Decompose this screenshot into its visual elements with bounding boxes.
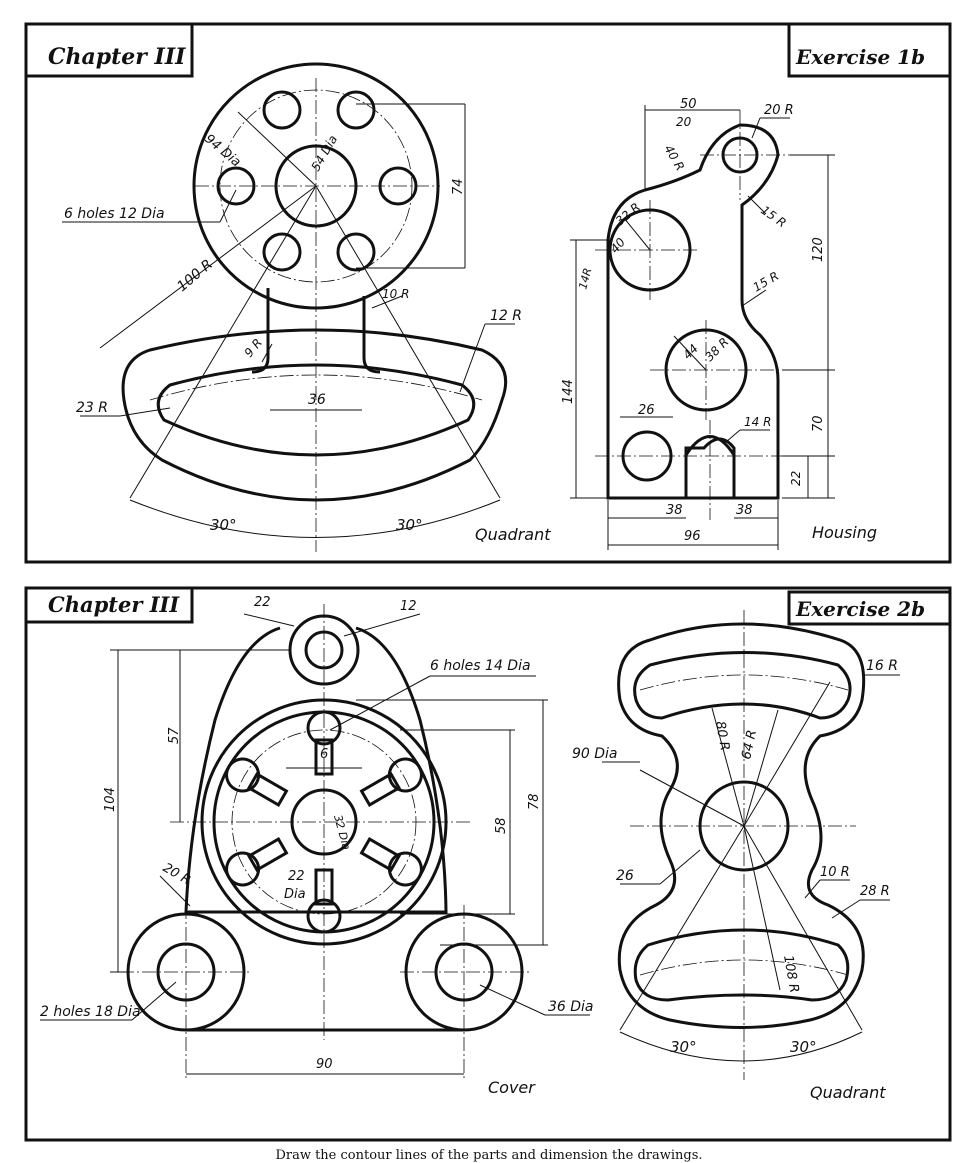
dim-120: 120 <box>811 237 826 262</box>
dim-12: 12 <box>400 599 417 614</box>
dim-30deg-right-2: 30° <box>790 1038 817 1056</box>
quadrant-drawing-1: 94 Dia 54 Dia 74 6 holes 12 Dia 100 R 10… <box>62 62 551 552</box>
panel-1-chapter: Chapter III <box>48 44 186 70</box>
dim-32r: 32 R <box>613 200 643 228</box>
panel-1: Chapter III Exercise 1b <box>24 22 952 564</box>
dim-32-dia: 32 Dia <box>331 813 353 851</box>
dim-20: 20 <box>676 115 692 129</box>
panel-1-chapter-box <box>24 22 194 78</box>
dim-44: 44 <box>680 341 701 362</box>
dim-78: 78 <box>527 793 542 810</box>
dim-94-dia: 94 Dia <box>201 132 243 171</box>
dim-6-holes-14-dia: 6 holes 14 Dia <box>430 658 531 674</box>
panel-1-frame <box>24 22 952 564</box>
panel-1-exercise: Exercise 1b <box>795 45 925 69</box>
cover-drawing: 22 12 6 holes 14 Dia 57 104 6 78 58 32 D… <box>40 595 594 1097</box>
dim-dia: Dia <box>284 887 306 902</box>
dim-38-right: 38 <box>736 503 753 518</box>
panel-2-chapter: Chapter III <box>48 592 180 617</box>
dim-96: 96 <box>684 529 701 544</box>
housing-outline <box>606 123 780 500</box>
dim-26: 26 <box>616 868 634 884</box>
panel-1-exercise-box <box>787 22 952 78</box>
dim-9r: 9 R <box>242 336 265 360</box>
dim-108r: 108 R <box>780 954 801 994</box>
upper-slot <box>633 651 852 720</box>
arc-body <box>121 328 508 502</box>
dim-23r: 23 R <box>76 400 108 416</box>
dim-15r-top: 15 R <box>758 203 788 230</box>
title-quadrant-2: Quadrant <box>810 1083 886 1102</box>
dim-10r: 10 R <box>382 287 409 301</box>
dim-54-dia: 54 Dia <box>308 133 340 174</box>
title-quadrant-1: Quadrant <box>475 525 551 544</box>
dim-22-slot: 22 <box>288 869 305 884</box>
dim-26: 26 <box>638 403 655 418</box>
dim-16r: 16 R <box>866 658 898 674</box>
quadrant-outline <box>617 622 866 1029</box>
panel-2-exercise: Exercise 2b <box>795 597 925 621</box>
dim-58: 58 <box>494 817 509 834</box>
dim-30deg-right: 30° <box>396 516 423 534</box>
dim-30deg-left-2: 30° <box>670 1038 697 1056</box>
dim-20r: 20 R <box>764 103 794 118</box>
title-cover: Cover <box>488 1078 536 1097</box>
dim-36-dia: 36 Dia <box>548 999 594 1015</box>
center-bore <box>274 144 358 228</box>
dim-64r: 64 R <box>739 729 760 761</box>
dim-144: 144 <box>561 379 576 404</box>
lower-slot <box>633 928 850 1002</box>
title-housing: Housing <box>812 523 877 542</box>
six-holes <box>216 90 418 272</box>
dim-28r: 28 R <box>860 884 890 899</box>
dim-57: 57 <box>167 727 182 744</box>
dim-14r-slot: 14 R <box>744 415 771 429</box>
dim-10r: 10 R <box>820 865 850 880</box>
quadrant-drawing-2: 16 R 80 R 64 R 90 Dia 26 10 R 28 R 108 R… <box>572 610 900 1102</box>
arc-slot <box>156 363 476 457</box>
dim-100r: 100 R <box>174 257 216 296</box>
dim-2-holes-18-dia: 2 holes 18 Dia <box>40 1004 141 1020</box>
dim-15r-mid: 15 R <box>751 269 782 295</box>
dim-36: 36 <box>308 392 326 408</box>
dim-38-left: 38 <box>666 503 683 518</box>
panel-2-frame <box>24 586 952 1142</box>
dim-70: 70 <box>811 415 826 432</box>
panel-2: Chapter III Exercise 2b <box>24 586 952 1142</box>
dim-50: 50 <box>680 97 697 112</box>
dim-74: 74 <box>451 178 466 195</box>
dim-80r: 80 R <box>712 720 732 752</box>
flange-outline <box>192 62 440 310</box>
housing-drawing: 50 20 R 20 40 R 15 R 32 R 40 120 14R 15 … <box>561 97 877 550</box>
dim-104: 104 <box>103 787 118 812</box>
dim-22-top: 22 <box>254 595 271 610</box>
housing-slot <box>684 435 736 500</box>
dim-40r: 40 R <box>661 143 687 174</box>
dim-22: 22 <box>789 471 803 486</box>
page-caption: Draw the contour lines of the parts and … <box>275 1148 703 1163</box>
dim-6-holes-12-dia: 6 holes 12 Dia <box>64 206 165 222</box>
dim-90: 90 <box>316 1057 333 1072</box>
dim-38r: 38 R <box>702 335 731 364</box>
panel-2-chapter-box <box>24 586 194 624</box>
dim-90-dia: 90 Dia <box>572 746 618 762</box>
dim-12r: 12 R <box>490 308 522 324</box>
dim-6: 6 <box>320 747 328 762</box>
dim-30deg-left: 30° <box>210 516 237 534</box>
dim-14r-left: 14R <box>576 267 594 291</box>
panel-2-exercise-box <box>787 590 952 626</box>
